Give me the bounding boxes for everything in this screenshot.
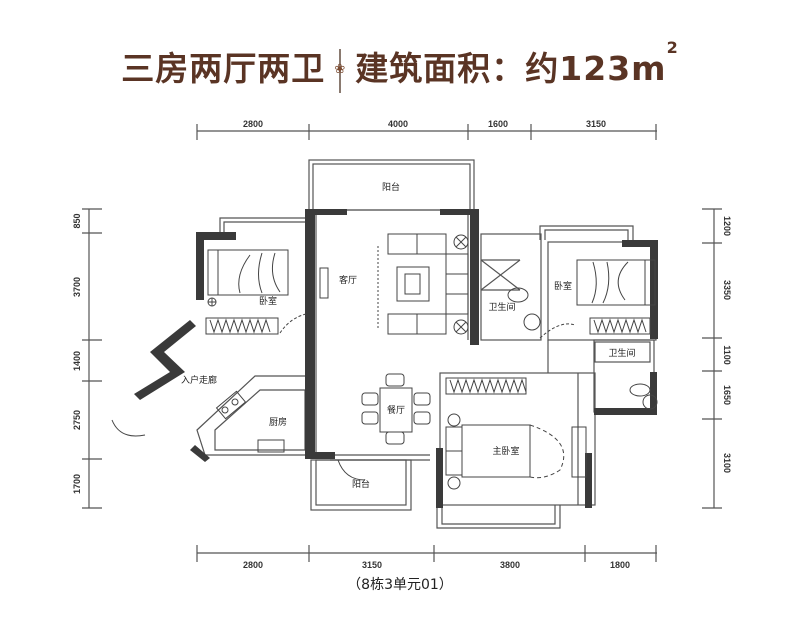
room-label-living-room: 客厅 — [339, 274, 357, 286]
dimension-bottom — [196, 545, 657, 562]
room-label-kitchen: 厨房 — [269, 416, 287, 428]
dim-left-2: 3700 — [72, 277, 82, 297]
dim-right-1: 1200 — [722, 216, 732, 236]
room-label-dining-room: 餐厅 — [387, 404, 405, 416]
dim-left-5: 1700 — [72, 474, 82, 494]
dim-left-1: 850 — [72, 213, 82, 228]
dim-bottom-3: 3800 — [500, 560, 520, 570]
floor-area: 建筑面积：约123m — [355, 49, 667, 88]
room-label-bathroom-1: 卫生间 — [488, 301, 515, 313]
room-label-bedroom-east: 卧室 — [554, 280, 572, 292]
dim-right-3: 1100 — [722, 345, 732, 365]
dim-right-4: 1650 — [722, 385, 732, 405]
dimension-right — [702, 208, 722, 509]
dimension-left — [82, 208, 102, 509]
room-label-master-bedroom: 主卧室 — [492, 445, 519, 457]
layout-type: 三房两厅两卫 — [121, 49, 326, 88]
thick-walls — [134, 209, 658, 508]
dim-left-4: 2750 — [72, 410, 82, 430]
room-label-balcony-south: 阳台 — [352, 478, 370, 490]
plan-title: 三房两厅两卫 ❀ 建筑面积：约123m2 — [0, 38, 800, 93]
dim-left-3: 1400 — [72, 351, 82, 371]
room-label-bedroom-west: 卧室 — [259, 295, 277, 307]
dim-bottom-1: 2800 — [243, 560, 263, 570]
dim-bottom-4: 1800 — [610, 560, 630, 570]
dimension-top — [196, 124, 657, 140]
room-label-balcony-north: 阳台 — [382, 181, 400, 193]
room-label-entry-hall: 入户走廊 — [181, 374, 217, 386]
dim-bottom-2: 3150 — [362, 560, 382, 570]
dim-top-3: 1600 — [488, 119, 508, 129]
flower-ornament-icon: ❀ — [334, 61, 347, 77]
dim-top-4: 3150 — [586, 119, 606, 129]
dim-right-2: 3350 — [722, 280, 732, 300]
area-unit-superscript: 2 — [666, 38, 679, 57]
room-label-bathroom-2: 卫生间 — [608, 347, 635, 359]
furniture — [111, 233, 658, 490]
dim-top-2: 4000 — [388, 119, 408, 129]
dim-right-5: 3100 — [722, 453, 732, 473]
thin-walls — [196, 159, 657, 529]
dim-top-1: 2800 — [243, 119, 263, 129]
title-separator: ❀ — [325, 48, 355, 93]
unit-label: （8栋3单元01） — [347, 577, 453, 593]
